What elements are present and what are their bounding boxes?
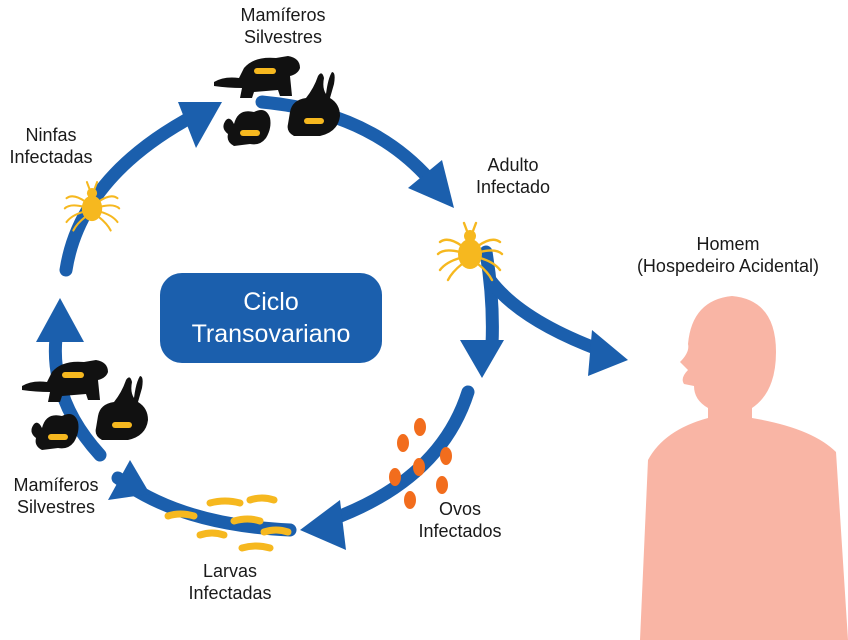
arrow-adulto-to-homem (483, 273, 607, 357)
label-mamiferos-left-line2: Silvestres (16, 497, 96, 517)
label-ninfas: Ninfas Infectadas (0, 124, 102, 168)
nymph-tick-icon (63, 181, 121, 232)
center-title-line1: Ciclo (243, 288, 299, 316)
label-mamiferos-top-line1: Mamíferos (240, 5, 326, 25)
label-adulto-line1: Adulto (487, 155, 539, 175)
arrowhead-2 (460, 340, 504, 378)
arrowhead-7 (588, 330, 628, 376)
label-ovos: Ovos Infectados (400, 498, 520, 542)
label-larvas-line2: Infectadas (188, 583, 272, 603)
human-silhouette (640, 296, 848, 640)
label-ovos-line2: Infectados (418, 521, 502, 541)
arrowhead-6 (178, 102, 222, 148)
arrow-mamiferos-to-adulto (255, 95, 437, 187)
label-mamiferos-left: Mamíferos Silvestres (0, 474, 112, 518)
arrowhead-4 (108, 460, 150, 500)
arrow-adulto-to-ovos (479, 245, 499, 352)
label-homem: Homem (Hospedeiro Acidental) (618, 233, 838, 277)
center-title-line2: Transovariano (191, 320, 351, 348)
label-adulto-line2: Infectado (475, 177, 551, 197)
label-ninfas-line2: Infectadas (9, 147, 93, 167)
label-homem-line1: Homem (696, 234, 760, 254)
arrowheads (36, 102, 628, 550)
eggs-group (389, 418, 452, 509)
label-larvas: Larvas Infectadas (170, 560, 290, 604)
label-adulto: Adulto Infectado (458, 154, 568, 198)
label-mamiferos-top: Mamíferos Silvestres (218, 4, 348, 48)
arrowhead-1 (408, 160, 454, 208)
arrow-ninfas-to-mamiferos (59, 113, 193, 277)
center-title-badge: Ciclo Transovariano (160, 273, 382, 363)
arrowhead-3 (300, 500, 346, 550)
label-ninfas-line1: Ninfas (25, 125, 77, 145)
label-mamiferos-top-line2: Silvestres (243, 27, 323, 47)
label-homem-line2: (Hospedeiro Acidental) (636, 256, 820, 276)
arrowhead-5 (36, 298, 84, 342)
label-mamiferos-left-line1: Mamíferos (13, 475, 99, 495)
larvae-group (164, 494, 292, 552)
arrow-mamiferos-to-ninfas (48, 331, 107, 462)
label-larvas-line1: Larvas (202, 561, 258, 581)
label-ovos-line1: Ovos (438, 499, 481, 519)
